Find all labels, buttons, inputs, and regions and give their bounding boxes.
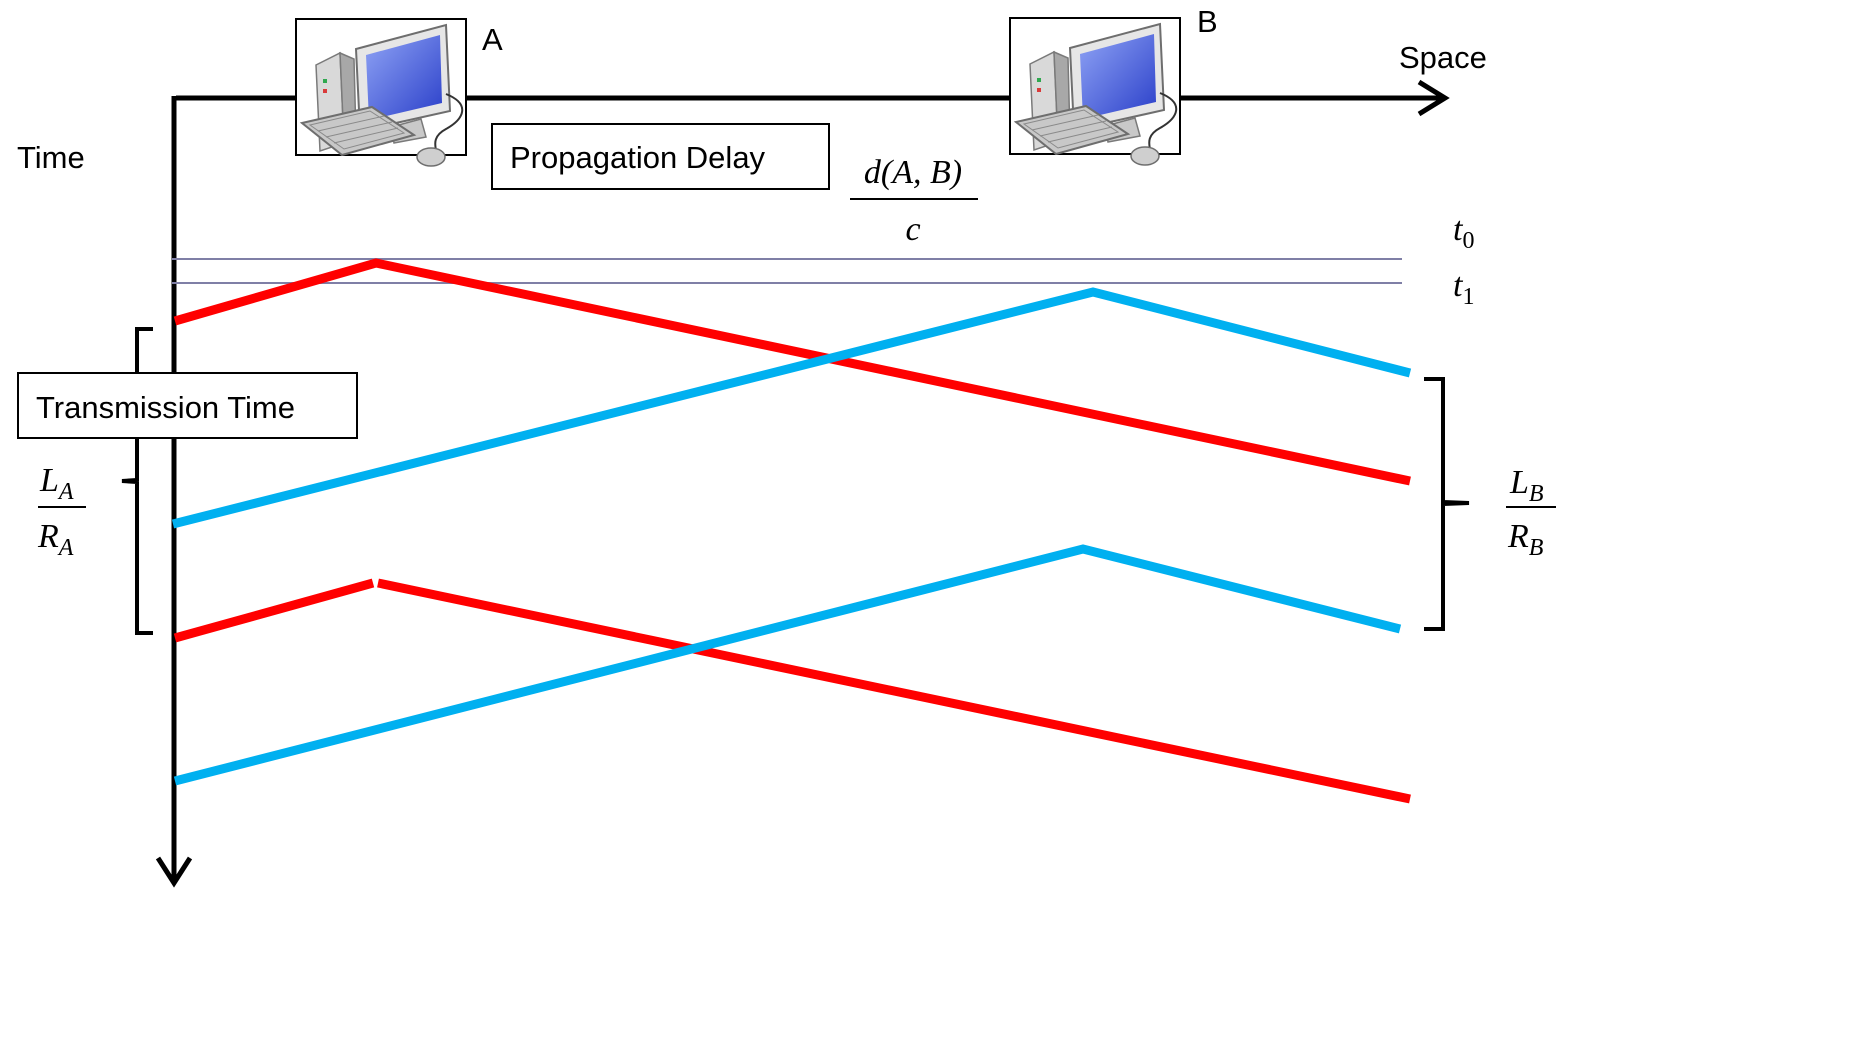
prop-formula-numerator: d(A, B) bbox=[864, 154, 962, 191]
packet-b-trace-2 bbox=[173, 544, 1402, 786]
node-a-label: A bbox=[482, 22, 503, 57]
time-axis-arrowhead bbox=[155, 856, 193, 888]
space-axis-label: Space bbox=[1399, 40, 1487, 75]
trans-b-numerator: LB bbox=[1509, 464, 1544, 507]
transmission-time-a-brace bbox=[121, 327, 153, 635]
propagation-delay-label: Propagation Delay bbox=[510, 140, 766, 175]
prop-formula-denominator: c bbox=[905, 211, 920, 248]
packet-b-trace-1 bbox=[171, 287, 1412, 529]
packet-a-trace-2 bbox=[173, 578, 375, 643]
transmission-time-b-brace bbox=[1424, 377, 1470, 631]
computer-a-node bbox=[295, 18, 467, 167]
computer-b-node bbox=[1009, 17, 1181, 166]
t0-label: t0 bbox=[1453, 211, 1474, 254]
node-b-label: B bbox=[1197, 4, 1218, 39]
time-axis-label: Time bbox=[17, 140, 85, 175]
trans-b-denominator: RB bbox=[1507, 518, 1544, 561]
space-axis-arrowhead bbox=[1417, 79, 1450, 117]
packet-a-trace-1 bbox=[173, 258, 1411, 486]
propagation-delay-box bbox=[491, 123, 830, 190]
t1-label: t1 bbox=[1453, 267, 1474, 310]
trans-a-denominator: RA bbox=[37, 518, 74, 561]
transmission-time-label: Transmission Time bbox=[36, 390, 295, 425]
packet-a-trace-3 bbox=[377, 578, 1411, 804]
transmission-time-box bbox=[17, 372, 358, 439]
trans-a-numerator: LA bbox=[39, 462, 74, 505]
